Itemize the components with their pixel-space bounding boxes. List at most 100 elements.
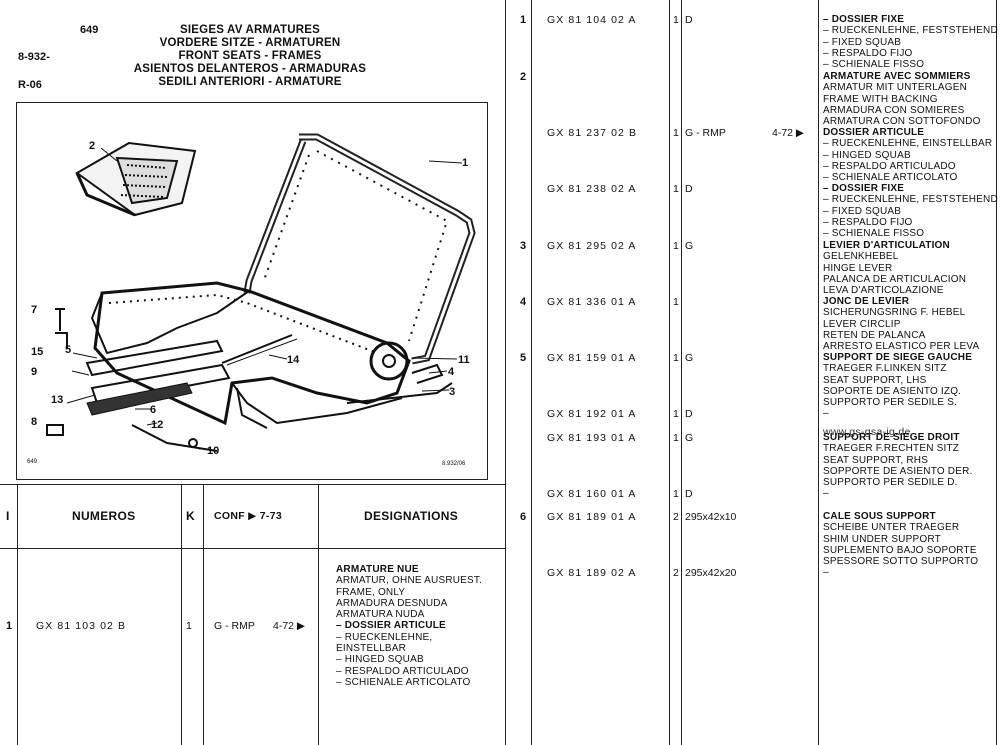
revision-code: R-06 [18, 79, 42, 91]
callout-10: 10 [207, 445, 219, 457]
callout-9: 9 [31, 366, 37, 378]
desc-line: – HINGED SQUAB [823, 149, 911, 161]
callout-13: 13 [51, 394, 63, 406]
left-col-i-divider [17, 484, 18, 745]
desc-line: SEAT SUPPORT, RHS [823, 454, 929, 466]
right-col-desig-divider [818, 0, 819, 745]
row-qty: 1 [186, 620, 192, 632]
desc-line: ARMADURA DESNUDA [336, 597, 448, 609]
row-part-number: GX 81 336 01 A [547, 296, 637, 308]
desc-line: – SCHIENALE FISSO [823, 59, 925, 71]
page-number: 649 [80, 24, 99, 36]
title-de: VORDERE SITZE - ARMATUREN [159, 37, 341, 49]
desc-line: JONC DE LEVIER [823, 296, 910, 307]
row-conf: 295x42x10 [685, 511, 737, 523]
callout-8: 8 [31, 416, 37, 428]
col-header-k: K [186, 509, 195, 523]
desc-line: – FIXED SQUAB [823, 205, 902, 217]
callout-1: 1 [462, 157, 468, 169]
row-conf: G [685, 432, 694, 444]
row-conf: G [685, 240, 694, 252]
row-part-number: GX 81 238 02 A [547, 183, 637, 195]
right-col-i-divider [531, 0, 532, 745]
desc-line: DOSSIER ARTICULE [823, 127, 925, 138]
diagram-footer-ref: 8.932/06 [442, 461, 466, 467]
row-part-number: GX 81 159 01 A [547, 352, 637, 364]
desc-line: ARMATURE AVEC SOMMIERS [823, 71, 971, 82]
row-conf: D [685, 408, 693, 420]
desc-line: SUPLEMENTO BAJO SOPORTE [823, 544, 977, 556]
exploded-seat-frame-diagram: 1 2 3 4 5 6 7 8 9 10 11 12 13 14 15 649 … [16, 102, 488, 480]
desc-line: SPESSORE SOTTO SUPPORTO [823, 556, 979, 568]
desc-line: – RESPALDO FIJO [823, 216, 913, 228]
left-col-desig-divider [318, 484, 319, 745]
desc-line: – RESPALDO ARTICULADO [336, 665, 469, 677]
desc-line: ARMATURA CON SOTTOFONDO [823, 116, 981, 128]
row-part-number: GX 81 189 02 A [547, 567, 637, 579]
row-conf: D [685, 488, 693, 500]
row-conf: G [685, 352, 694, 364]
row-part-number: GX 81 295 02 A [547, 240, 637, 252]
desc-line: RETEN DE PALANCA [823, 329, 926, 341]
desc-line: ARMATUR MIT UNTERLAGEN [823, 82, 968, 94]
desc-line: – RUECKENLEHNE, FESTSTEHEND [823, 25, 998, 37]
row-qty: 2 [673, 567, 679, 579]
desc-line: SOPORTE DE ASIENTO IZQ. [823, 385, 962, 397]
desc-line: SCHEIBE UNTER TRAEGER [823, 522, 960, 534]
desc-line: – DOSSIER FIXE [823, 183, 905, 194]
callout-3: 3 [449, 386, 455, 398]
desc-line: ARMATURA NUDA [336, 609, 425, 621]
col-header-numeros: NUMEROS [72, 509, 136, 523]
desc-line: – RUECKENLEHNE, EINSTELLBAR [823, 138, 993, 150]
col-header-designations: DESIGNATIONS [364, 509, 459, 523]
desc-line: CALE SOUS SUPPORT [823, 511, 936, 522]
right-col-conf-divider [681, 0, 682, 745]
desc-line: – SCHIENALE FISSO [823, 228, 925, 240]
left-col-conf-divider [203, 484, 204, 745]
row-date: 4-72 ▶ [273, 620, 306, 632]
row-ref: 2 [520, 71, 527, 83]
row-conf: D [685, 183, 693, 195]
callout-12: 12 [151, 419, 163, 431]
desc-line: ARMATUR, OHNE AUSRUEST. [336, 575, 483, 587]
row-conf: G - RMP [214, 620, 255, 632]
desc-line: – SCHIENALE ARTICOLATO [823, 172, 958, 184]
row-part-number: GX 81 192 01 A [547, 408, 637, 420]
callout-7: 7 [31, 304, 37, 316]
row-qty: 1 [673, 240, 679, 252]
title-it: SEDILI ANTERIORI - ARMATURE [158, 76, 342, 88]
desc-line: SEAT SUPPORT, LHS [823, 374, 927, 386]
desc-line: – RUECKENLEHNE, [336, 631, 433, 643]
desc-line: – DOSSIER ARTICULE [336, 620, 446, 632]
desc-line: SICHERUNGSRING F. HEBEL [823, 307, 966, 319]
desc-line: SUPPORT DE SIEGE DROIT [823, 432, 960, 443]
row-ref: 3 [520, 240, 527, 252]
title-fr: SIEGES AV ARMATURES [180, 24, 320, 36]
row-qty: 1 [673, 432, 679, 444]
desc-line: – FIXED SQUAB [823, 36, 902, 48]
row-date: 4-72 ▶ [772, 127, 805, 139]
col-header-i: I [6, 509, 10, 523]
row-conf: 295x42x20 [685, 567, 737, 579]
desc-line: – [823, 488, 829, 500]
page-divider-center [505, 0, 506, 745]
desc-line: ARRESTO ELASTICO PER LEVA [823, 341, 980, 353]
desc-line: – RESPALDO FIJO [823, 47, 913, 59]
callout-4: 4 [448, 366, 455, 378]
row-conf: G - RMP [685, 127, 726, 139]
desc-line: LEVA D'ARTICOLAZIONE [823, 285, 944, 297]
callout-14: 14 [287, 354, 300, 366]
row-part-number: GX 81 189 01 A [547, 511, 637, 523]
col-header-conf: CONF ▶ 7-73 [214, 510, 282, 522]
row-qty: 1 [673, 352, 679, 364]
row-description: – DOSSIER FIXE– RUECKENLEHNE, FESTSTEHEN… [823, 14, 998, 70]
desc-line: PALANCA DE ARTICULACION [823, 273, 967, 285]
row-ref: 1 [520, 14, 527, 26]
desc-line: GELENKHEBEL [823, 251, 899, 263]
desc-line: – [823, 567, 829, 578]
row-qty: 2 [673, 511, 679, 523]
row-qty: 1 [673, 127, 679, 139]
